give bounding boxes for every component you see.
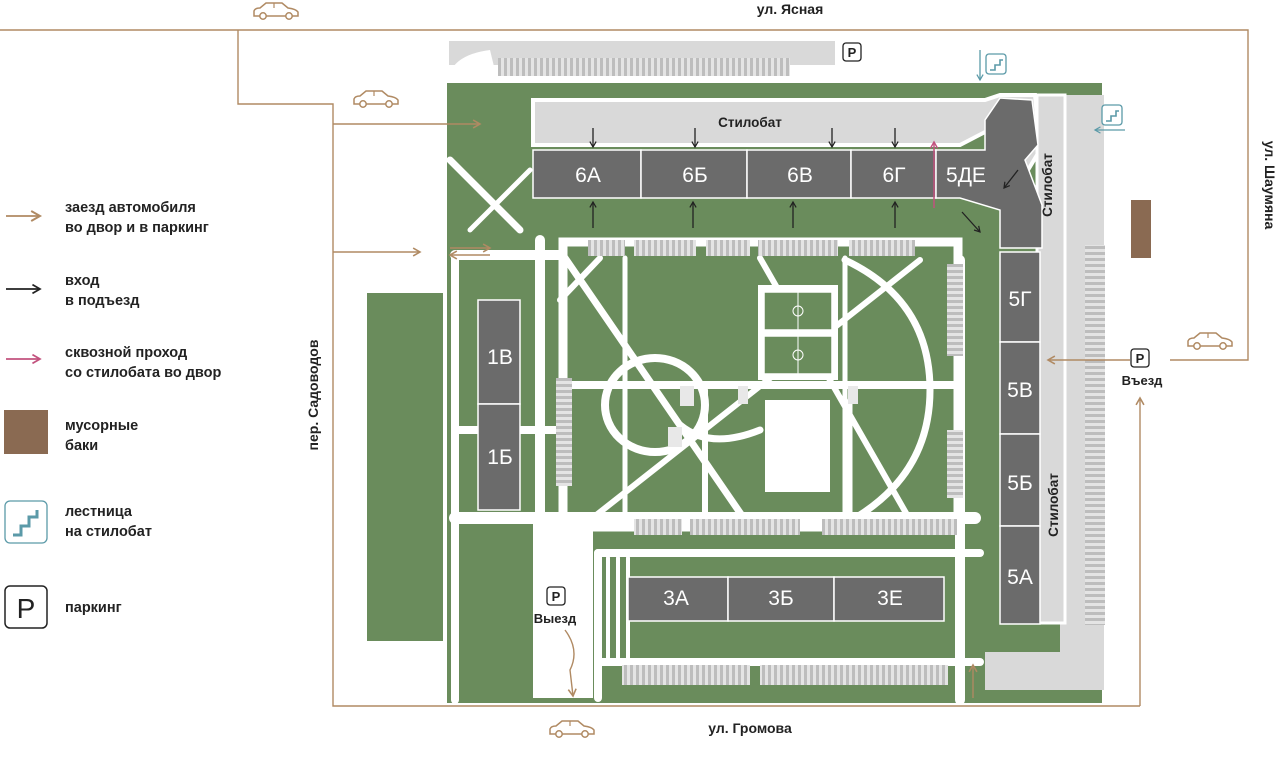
legend-item-entrance: вход в подъезд bbox=[6, 273, 139, 309]
street-east: ул. Шаумяна bbox=[1262, 141, 1278, 230]
label-1b: 1Б bbox=[487, 446, 512, 469]
legend-item-stairs: лестница на стилобат bbox=[4, 500, 152, 544]
svg-text:P: P bbox=[1136, 351, 1145, 366]
label-5de: 5ДЕ bbox=[946, 164, 986, 187]
building-5de bbox=[935, 97, 1043, 249]
stylobate-label-east-bottom: Стилобат bbox=[1046, 473, 1061, 537]
label-5b: 5Б bbox=[1007, 472, 1032, 495]
label-5v: 5В bbox=[1007, 379, 1033, 402]
car-routes bbox=[0, 29, 1249, 707]
label-3a: 3А bbox=[663, 587, 689, 610]
parking-icon: P bbox=[546, 586, 566, 606]
building-1b bbox=[477, 403, 521, 511]
stairs-icon bbox=[1093, 104, 1125, 134]
building-3b bbox=[727, 576, 835, 622]
stylobate-label-north: Стилобат bbox=[718, 115, 782, 130]
street-west: пер. Садоводов bbox=[305, 339, 321, 450]
parking-icon: P bbox=[1130, 348, 1150, 368]
label-6b: 6Б bbox=[682, 164, 707, 187]
label-6v: 6В bbox=[787, 164, 813, 187]
svg-text:сквозной проход: сквозной проход bbox=[65, 345, 187, 361]
svg-text:P: P bbox=[848, 45, 857, 60]
label-6g: 6Г bbox=[882, 164, 905, 187]
stairs-icon bbox=[976, 50, 1007, 82]
label-1v: 1В bbox=[487, 346, 513, 369]
legend: заезд автомобиля во двор и в паркинг вхо… bbox=[4, 200, 222, 629]
sports-area bbox=[668, 285, 858, 492]
svg-text:заезд автомобиля: заезд автомобиля bbox=[65, 200, 196, 216]
building-5a bbox=[999, 525, 1041, 625]
stairs-icon bbox=[4, 500, 48, 544]
car-icon bbox=[353, 90, 399, 108]
legend-item-trash: мусорные баки bbox=[4, 410, 138, 454]
building-3e bbox=[833, 576, 945, 622]
stylobate-label-east-top: Стилобат bbox=[1040, 153, 1055, 217]
legend-item-car-entry: заезд автомобиля во двор и в паркинг bbox=[6, 200, 209, 236]
entrance-arrows bbox=[589, 128, 1019, 233]
label-5g: 5Г bbox=[1008, 288, 1031, 311]
svg-text:в подъезд: в подъезд bbox=[65, 293, 139, 309]
label-6a: 6А bbox=[575, 164, 601, 187]
courtyard-parking bbox=[556, 240, 963, 685]
trash-bin-icon bbox=[4, 410, 48, 454]
label-3e: 3Е bbox=[877, 587, 903, 610]
svg-text:на стилобат: на стилобат bbox=[65, 524, 152, 540]
svg-text:во двор и в паркинг: во двор и в паркинг bbox=[65, 220, 209, 236]
building-5v bbox=[999, 341, 1041, 435]
car-icon bbox=[549, 720, 595, 738]
svg-text:P: P bbox=[552, 589, 561, 604]
building-5b bbox=[999, 433, 1041, 527]
building-5g bbox=[999, 251, 1041, 343]
svg-text:вход: вход bbox=[65, 273, 100, 289]
building-6g bbox=[850, 149, 937, 199]
legend-item-parking: P паркинг bbox=[4, 585, 122, 629]
trash-bin bbox=[1131, 200, 1151, 258]
roads bbox=[447, 41, 1105, 698]
parking-icon: P bbox=[842, 42, 862, 62]
building-3a bbox=[627, 576, 729, 622]
svg-text:паркинг: паркинг bbox=[65, 600, 122, 616]
street-north: ул. Ясная bbox=[757, 1, 824, 17]
svg-text:лестница: лестница bbox=[65, 504, 133, 520]
car-icon bbox=[1187, 332, 1233, 350]
label-3b: 3Б bbox=[768, 587, 793, 610]
building-labels: 6А 6Б 6В 6Г 5ДЕ 5Г 5В 5Б 5А 1В 1Б 3А 3Б … bbox=[487, 164, 1033, 610]
entry-label: Въезд bbox=[1122, 373, 1164, 388]
buildings bbox=[477, 97, 1043, 625]
svg-text:P: P bbox=[17, 593, 36, 624]
building-6b bbox=[640, 149, 748, 199]
car-icon bbox=[253, 2, 299, 20]
street-south: ул. Громова bbox=[708, 720, 792, 736]
parking-icon: P bbox=[4, 585, 48, 629]
exit-label: Выезд bbox=[534, 611, 577, 626]
building-1v bbox=[477, 299, 521, 405]
legend-item-pass-through: сквозной проход со стилобата во двор bbox=[6, 345, 222, 381]
label-5a: 5А bbox=[1007, 566, 1033, 589]
svg-text:мусорные: мусорные bbox=[65, 418, 138, 434]
svg-text:баки: баки bbox=[65, 438, 98, 454]
svg-text:со стилобата во двор: со стилобата во двор bbox=[65, 365, 222, 381]
